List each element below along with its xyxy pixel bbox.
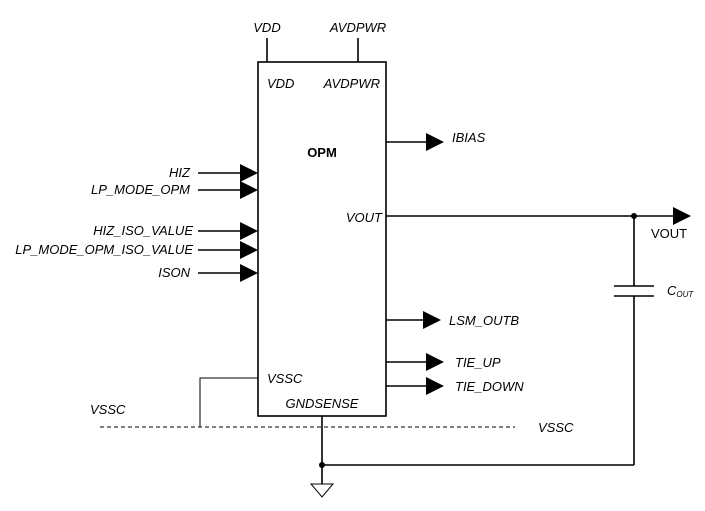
arrow-icon xyxy=(240,264,258,282)
vssc-rail-label-left: VSSC xyxy=(90,402,126,417)
arrow-icon xyxy=(240,222,258,240)
gndsense-pin-label: GNDSENSE xyxy=(286,396,359,411)
input-label: ISON xyxy=(158,265,190,280)
input-hiz: HIZ xyxy=(169,164,258,182)
output-label: TIE_DOWN xyxy=(455,379,524,394)
input-label: HIZ_ISO_VALUE xyxy=(93,223,193,238)
vssc-rail-label-right: VSSC xyxy=(538,420,574,435)
vssc-pin-label: VSSC xyxy=(267,371,303,386)
opm-block xyxy=(257,61,387,417)
input-lp-mode-opm-iso-value: LP_MODE_OPM_ISO_VALUE xyxy=(15,241,258,259)
avdpwr-supply-label: AVDPWR xyxy=(329,20,386,35)
input-hiz-iso-value: HIZ_ISO_VALUE xyxy=(93,222,258,240)
input-lp-mode-opm: LP_MODE_OPM xyxy=(91,181,258,199)
vdd-supply-label: VDD xyxy=(253,20,280,35)
output-ibias: IBIAS xyxy=(386,130,486,151)
arrow-icon xyxy=(240,181,258,199)
output-tie-down: TIE_DOWN xyxy=(386,377,524,395)
vout-pin-label: VOUT xyxy=(346,210,383,225)
input-label: HIZ xyxy=(169,165,191,180)
output-label: LSM_OUTB xyxy=(449,313,519,328)
capacitor-label: COUT xyxy=(667,283,694,299)
block-title: OPM xyxy=(307,145,337,160)
vout-net-label: VOUT xyxy=(651,226,687,241)
arrow-icon xyxy=(426,353,444,371)
output-label: TIE_UP xyxy=(455,355,501,370)
output-tie-up: TIE_UP xyxy=(386,353,501,371)
arrow-icon xyxy=(240,241,258,259)
output-label: IBIAS xyxy=(452,130,486,145)
arrow-icon xyxy=(426,133,444,151)
ground-icon xyxy=(309,483,335,498)
ground-junction-dot xyxy=(319,462,325,468)
arrow-icon xyxy=(240,164,258,182)
input-label: LP_MODE_OPM xyxy=(91,182,190,197)
vssc-wire xyxy=(199,377,258,427)
vout-arrow-icon xyxy=(673,207,691,225)
arrow-icon xyxy=(426,377,444,395)
output-capacitor: COUT xyxy=(614,216,694,465)
avdpwr-pin-label: AVDPWR xyxy=(323,76,380,91)
arrow-icon xyxy=(423,311,441,329)
input-ison: ISON xyxy=(158,264,258,282)
input-label: LP_MODE_OPM_ISO_VALUE xyxy=(15,242,193,257)
vdd-pin-label: VDD xyxy=(267,76,294,91)
output-lsm-outb: LSM_OUTB xyxy=(386,311,519,329)
